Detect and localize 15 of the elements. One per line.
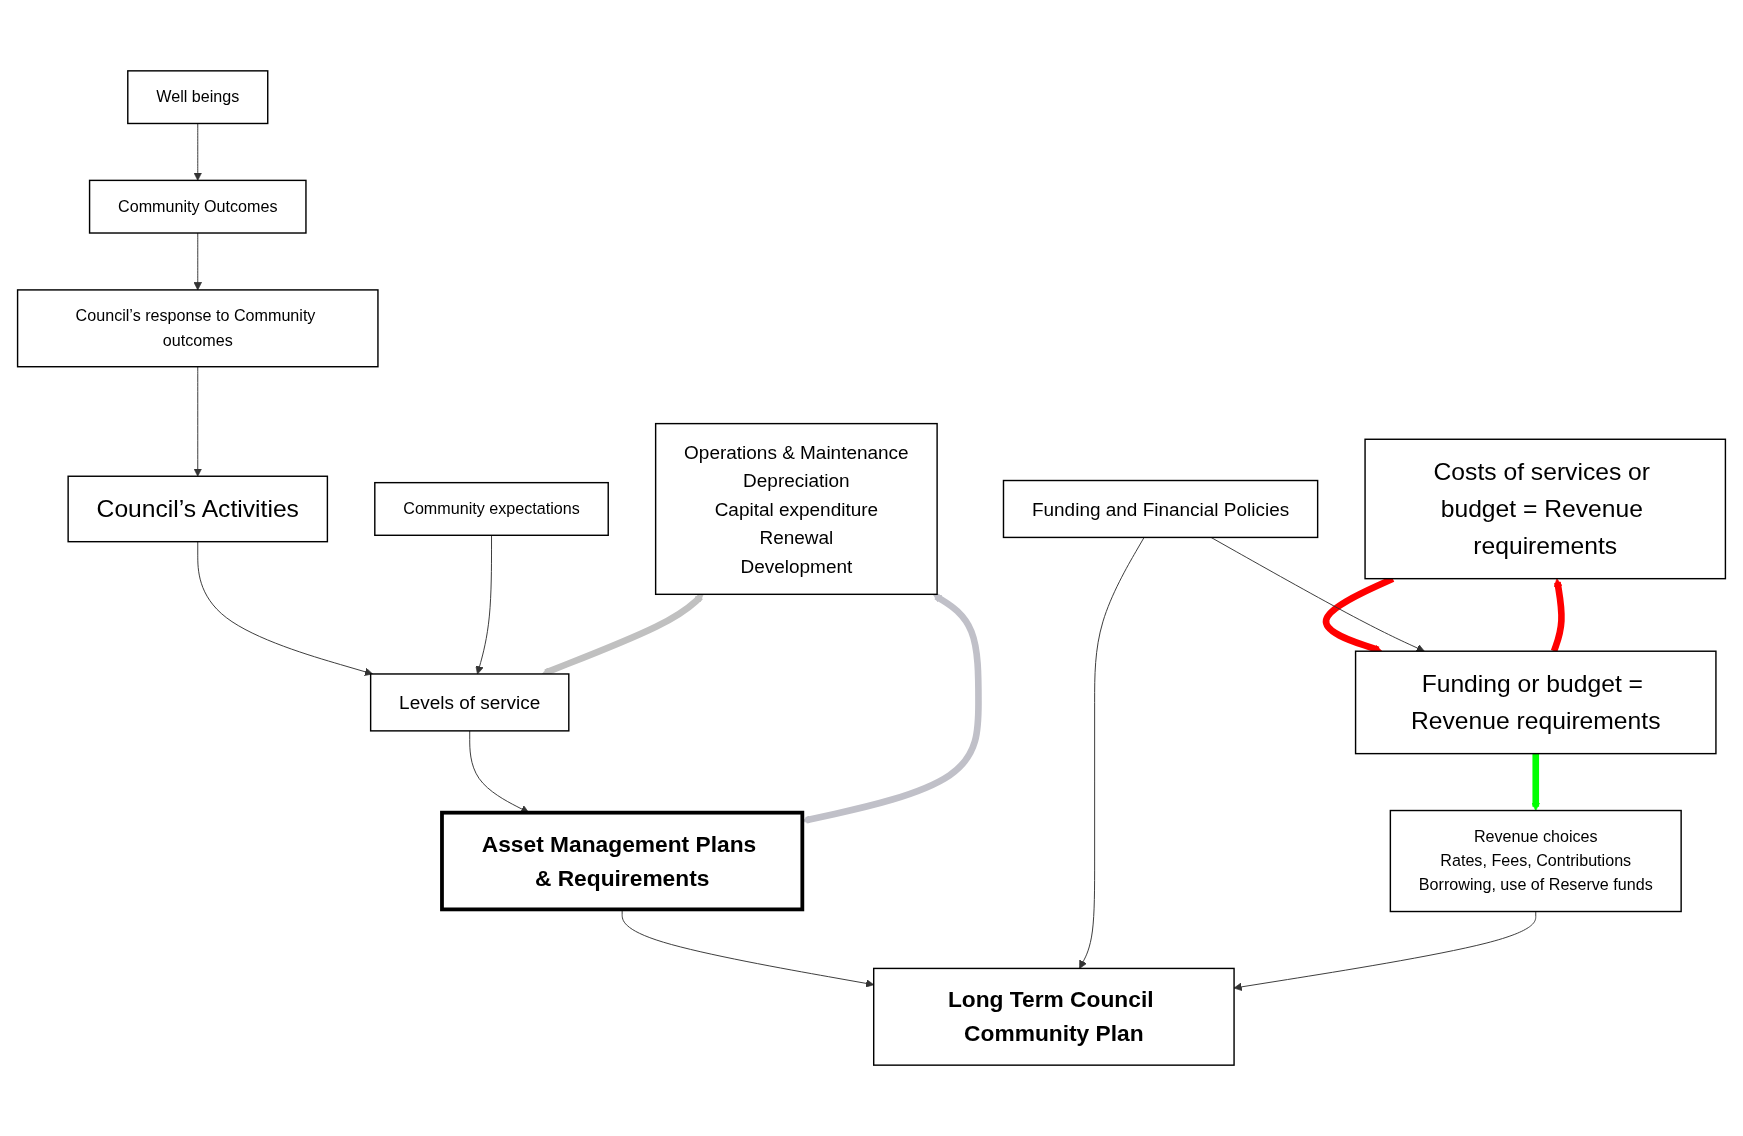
node-box: Operations & Maintenance Depreciation Capital expenditure Renewal Development [654, 422, 938, 596]
node-box: Council’s response to Community outcomes [16, 289, 379, 368]
node-box: Asset Management Plans & Requirements [440, 810, 805, 912]
node-box: Levels of service [369, 673, 570, 732]
node-box: Community Outcomes [88, 179, 307, 234]
node-box: Council’s Activities [67, 475, 329, 543]
arrow [1531, 753, 1540, 811]
node-box: Funding or budget = Revenue requirements [1354, 650, 1717, 755]
node-box: Costs of services or budget = Revenue requirements [1364, 438, 1727, 580]
node-box: Community expectations [374, 481, 609, 536]
arrow [1550, 578, 1565, 653]
node-box: Well beings [127, 70, 269, 125]
node-box: Funding and Financial Policies [1002, 479, 1319, 539]
node-box: Revenue choices Rates, Fees, Contributions Borrowing, use of Reserve funds [1389, 809, 1682, 913]
node-box: Long Term Council Community Plan [873, 967, 1235, 1066]
